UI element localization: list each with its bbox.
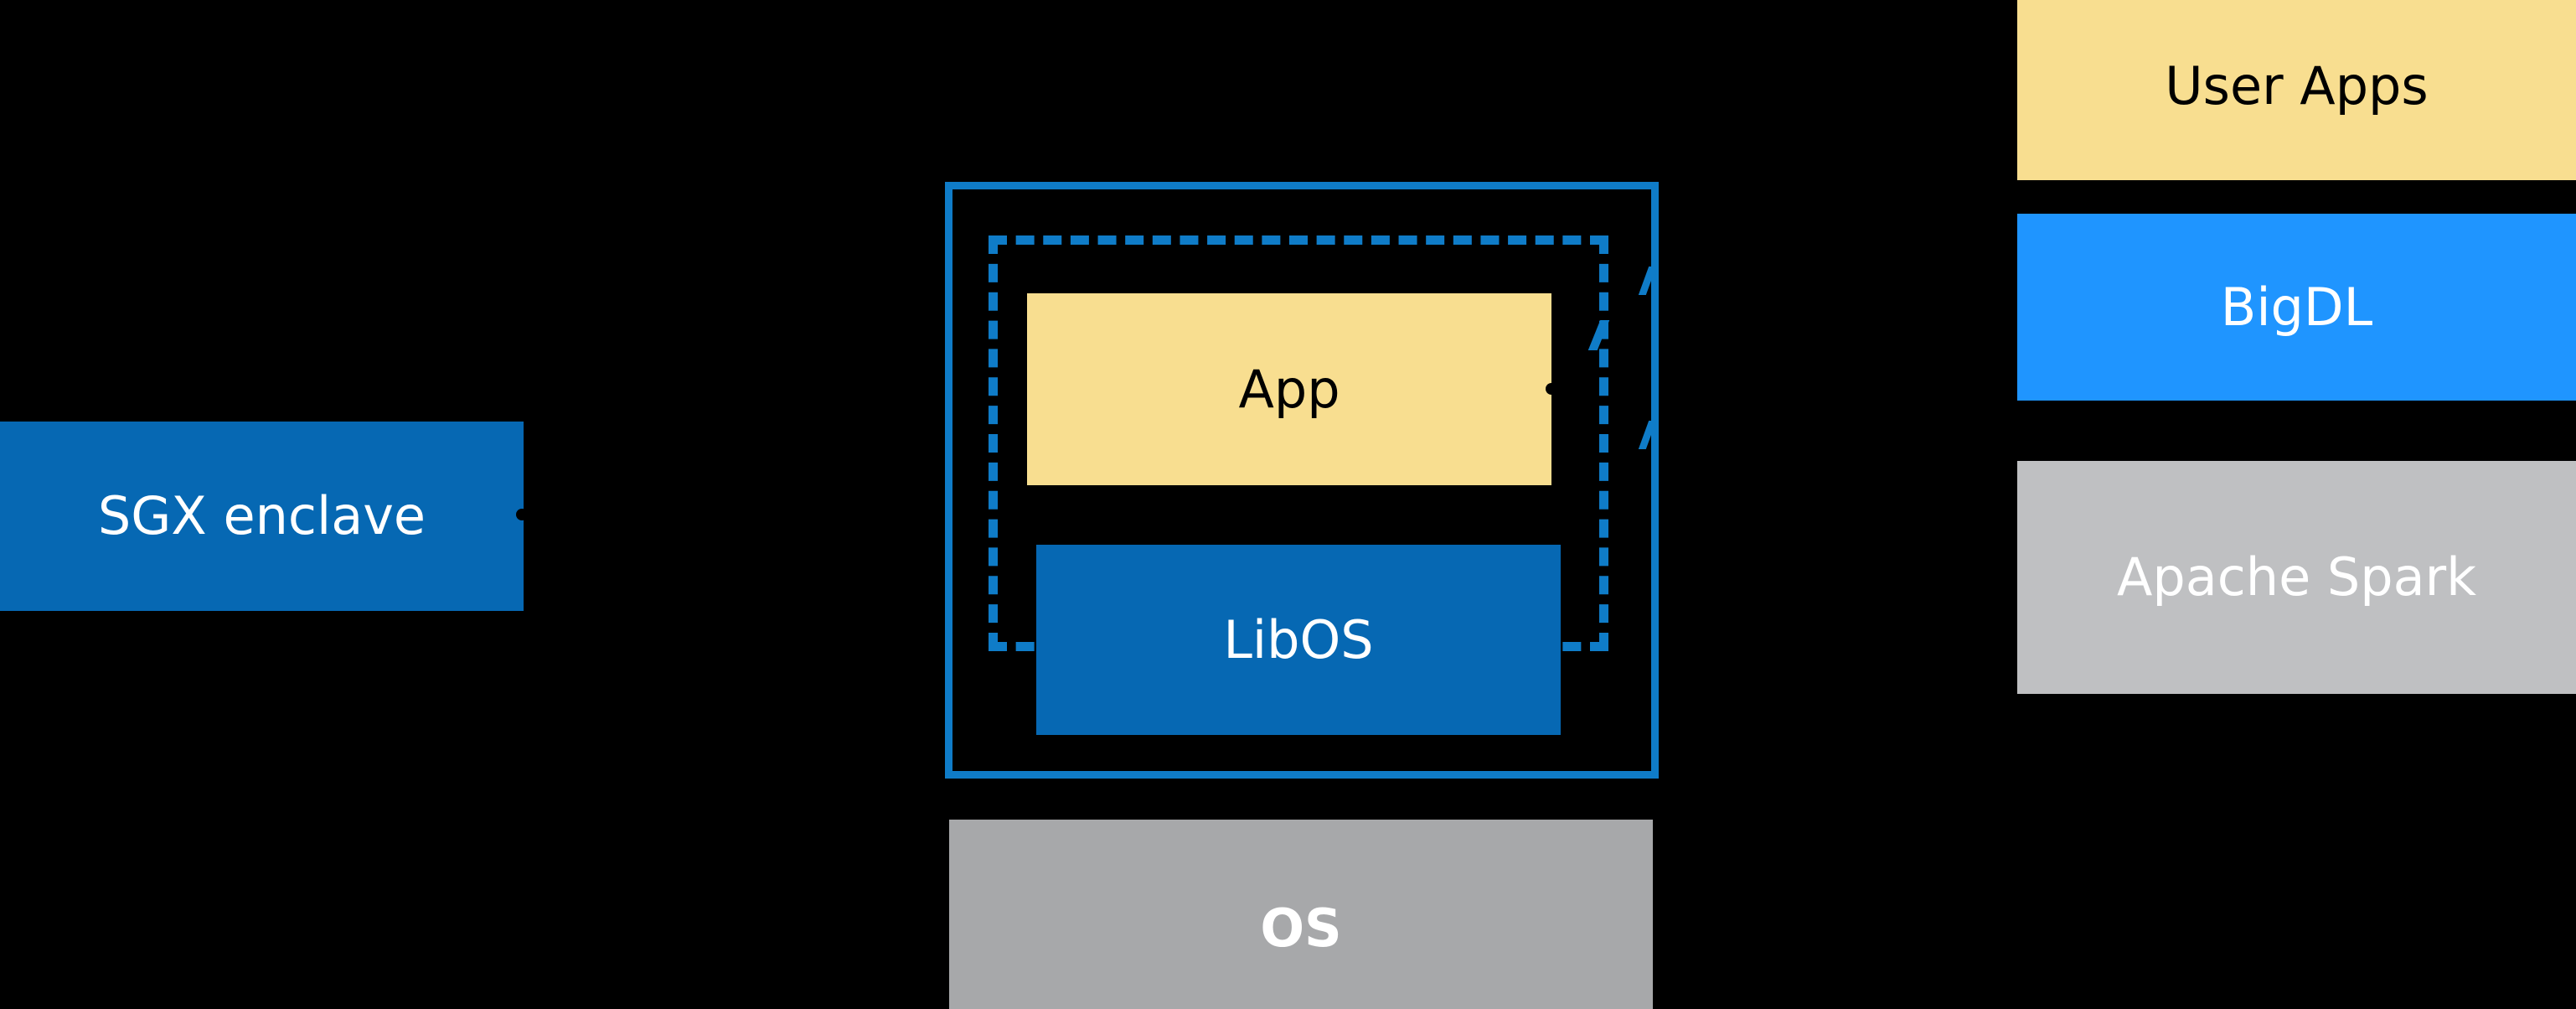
sgx-enclave-label: SGX enclave — [97, 485, 426, 547]
user-apps-box: User Apps — [2017, 0, 2576, 180]
app-connector-dot — [1546, 383, 1557, 395]
app-label: App — [1238, 358, 1340, 420]
sgx-connector-dot — [516, 509, 528, 520]
os-box: OS — [949, 820, 1653, 1009]
app-box: App — [1027, 293, 1551, 485]
enclave-outer-boundary — [945, 182, 1659, 779]
libos-box: LibOS — [1036, 545, 1561, 735]
libos-label: LibOS — [1223, 608, 1374, 670]
user-apps-label: User Apps — [2165, 55, 2429, 117]
bigdl-box: BigDL — [2017, 214, 2576, 401]
bigdl-label: BigDL — [2220, 276, 2373, 338]
os-label: OS — [1260, 898, 1342, 960]
sgx-enclave-box: SGX enclave — [0, 422, 524, 611]
apache-spark-label: Apache Spark — [2116, 546, 2477, 608]
apache-spark-box: Apache Spark — [2017, 461, 2576, 694]
